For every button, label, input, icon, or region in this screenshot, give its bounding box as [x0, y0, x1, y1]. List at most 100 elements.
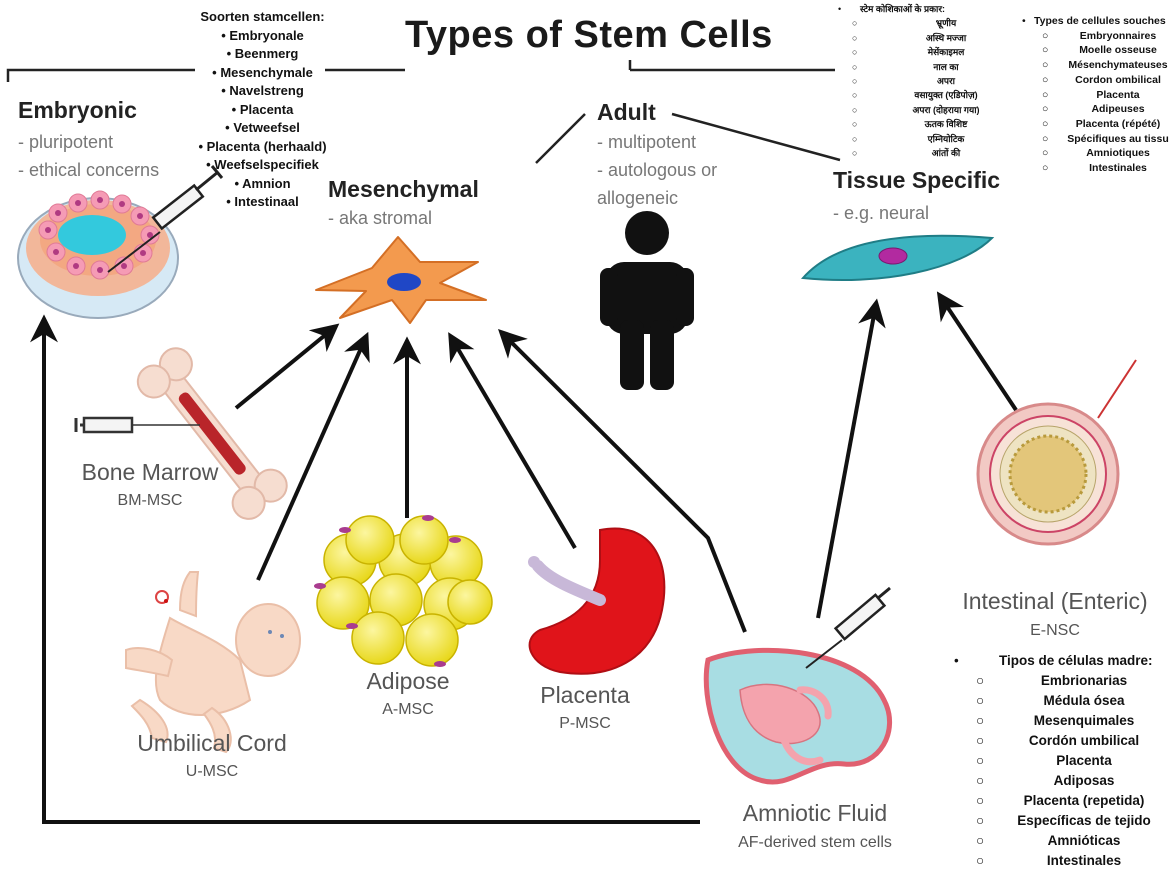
hindi-list-item: ○अस्थि मज्जा: [852, 32, 967, 43]
hindi-list-item: ○मेसेंकाइमल: [852, 47, 965, 58]
arrow-umbilical-to-mesenchymal: [256, 331, 370, 581]
amniotic-fluid-label: Amniotic Fluid: [742, 800, 888, 826]
adult-note: allogeneic: [597, 188, 679, 208]
adult-person-icon: [600, 211, 694, 390]
adult-note: - autologous or: [597, 160, 718, 180]
hindi-list-heading: स्टेम कोशिकाओं के प्रकार:: [860, 4, 946, 14]
bone-marrow-abbr: BM-MSC: [117, 492, 183, 509]
placenta-label: Placenta: [540, 682, 630, 708]
hindi-list-item: ○अपरा: [852, 76, 955, 87]
umbilical-cord-abbr: U-MSC: [185, 763, 239, 780]
tissue-specific-note: - e.g. neural: [833, 203, 930, 223]
arrows: [30, 291, 1018, 824]
tissue-specific-title: Tissue Specific: [833, 167, 1001, 193]
neural-cell-illustration: [800, 234, 995, 281]
amniotic-fluid-illustration: [703, 586, 892, 785]
mesenchymal-title: Mesenchymal: [328, 176, 479, 202]
french-list-item: ○Placenta: [1042, 88, 1140, 101]
hindi-list-item: ○एम्नियोटिक: [852, 133, 965, 144]
arrow-amniotic-to-mesenchymal: [498, 329, 747, 633]
dutch-list-item: • Beenmerg: [226, 46, 299, 61]
dutch-list-item: • Amnion: [234, 175, 291, 191]
spanish-list-item: ○Médula ósea: [976, 693, 1125, 708]
embryonic-dish-illustration: [17, 165, 224, 319]
french-list: •Types de cellules souches ○Embryonnaire…: [1022, 14, 1170, 176]
dutch-list-item: • Navelstreng: [221, 83, 304, 98]
french-list-item: ○Mésenchymateuses: [1042, 59, 1168, 72]
mesenchymal-cell-illustration: [315, 236, 487, 324]
dutch-list-heading: Soorten stamcellen:: [200, 9, 325, 24]
spanish-list-item: ○Adiposas: [976, 773, 1115, 788]
hindi-list-heading-row: •स्टेम कोशिकाओं के प्रकार:: [838, 2, 1018, 16]
arrow-amniotic-to-tissue-specific: [816, 298, 886, 619]
french-list-item: ○Moelle osseuse: [1042, 44, 1157, 57]
embryonic-note: - pluripotent: [18, 132, 114, 152]
spanish-list-item: ○Intestinales: [976, 853, 1122, 868]
french-list-heading-row: •Types de cellules souches: [1022, 15, 1166, 27]
french-list-item: ○Spécifiques au tissu: [1042, 132, 1169, 145]
dutch-list-item: • Mesenchymale: [212, 64, 313, 80]
adult-notes: - multipotent - autologous or allogeneic: [597, 128, 717, 212]
spanish-list-item: ○Cordón umbilical: [976, 733, 1140, 748]
french-list-item: ○Cordon ombilical: [1042, 73, 1161, 86]
bone-marrow-label: Bone Marrow: [81, 459, 219, 485]
amniotic-fluid-abbr: AF-derived stem cells: [738, 834, 892, 851]
hindi-list-item: ○नाल का: [852, 61, 959, 72]
arrow-placenta-to-mesenchymal: [448, 332, 577, 550]
embryonic-title: Embryonic: [18, 97, 137, 123]
french-list-item: ○Amniotiques: [1042, 147, 1150, 160]
syringe-icon: [107, 165, 224, 273]
syringe-icon: [74, 416, 200, 434]
dutch-list: Soorten stamcellen: • Embryonale • Beenm…: [180, 8, 345, 212]
placenta-abbr: P-MSC: [559, 715, 611, 732]
embryonic-notes: - pluripotent - ethical concerns: [18, 128, 159, 184]
dutch-list-item: • Embryonale: [221, 27, 304, 43]
spanish-list-item: ○Embrionarias: [976, 673, 1128, 688]
hindi-list-item: ○वसायुक्त (एडिपोज़): [852, 90, 978, 101]
syringe-icon: [805, 586, 891, 669]
umbilical-cord-label: Umbilical Cord: [137, 730, 287, 756]
hindi-list-item: ○ऊतक विशिष्ट: [852, 119, 968, 130]
dutch-list-item: • Vetweefsel: [225, 120, 300, 135]
arrow-amniotic-to-embryonic: [30, 314, 700, 824]
bone-marrow-illustration: [74, 347, 288, 520]
hindi-list-item: ○आंतों की: [852, 148, 961, 159]
embryonic-note: - ethical concerns: [18, 160, 160, 180]
dutch-list-item: • Placenta: [231, 101, 294, 117]
spanish-list: •Tipos de células madre: ○Embrionarias ○…: [948, 651, 1170, 871]
mesenchymal-note: - aka stromal: [328, 208, 433, 228]
spanish-list-item: ○Placenta (repetida): [976, 793, 1145, 808]
adult-note: - multipotent: [597, 132, 697, 152]
adult-title: Adult: [597, 99, 656, 125]
umbilical-cord-baby-illustration: [125, 571, 301, 754]
hindi-list-item: ○भ्रूणीय: [852, 18, 957, 29]
arrow-intestinal-to-tissue-specific: [936, 291, 1018, 412]
adipose-abbr: A-MSC: [382, 701, 434, 718]
intestinal-abbr: E-NSC: [1030, 622, 1080, 639]
dutch-list-item: • Weefselspecifiek: [206, 157, 319, 172]
dutch-list-item: • Intestinaal: [226, 194, 299, 209]
french-list-heading: Types de cellules souches: [1034, 15, 1166, 27]
french-list-item: ○Intestinales: [1042, 162, 1147, 175]
spanish-list-item: ○Amnióticas: [976, 833, 1121, 848]
french-list-item: ○Placenta (répété): [1042, 117, 1161, 130]
arrow-bone-marrow-to-mesenchymal: [234, 323, 340, 410]
spanish-list-item: ○Específicas de tejido: [976, 813, 1151, 828]
adipose-illustration: [314, 515, 493, 667]
intestinal-label: Intestinal (Enteric): [962, 588, 1148, 614]
spanish-list-heading: Tipos de células madre:: [999, 653, 1153, 668]
spanish-list-heading-row: •Tipos de células madre:: [948, 651, 1170, 671]
header-bracket: [6, 60, 835, 82]
dutch-list-item: • Placenta (herhaald): [198, 138, 327, 154]
spanish-list-item: ○Placenta: [976, 753, 1112, 768]
adult-connector-lines: [535, 112, 841, 164]
intestinal-illustration: [976, 359, 1137, 546]
page-title: Types of Stem Cells: [405, 14, 773, 56]
adipose-label: Adipose: [366, 668, 450, 694]
hindi-list: •स्टेम कोशिकाओं के प्रकार: ○भ्रूणीय ○अस्…: [838, 2, 1018, 160]
french-list-item: ○Adipeuses: [1042, 103, 1145, 116]
french-list-item: ○Embryonnaires: [1042, 29, 1157, 42]
hindi-list-item: ○अपरा (दोहराया गया): [852, 104, 980, 115]
placenta-illustration: [528, 527, 666, 675]
